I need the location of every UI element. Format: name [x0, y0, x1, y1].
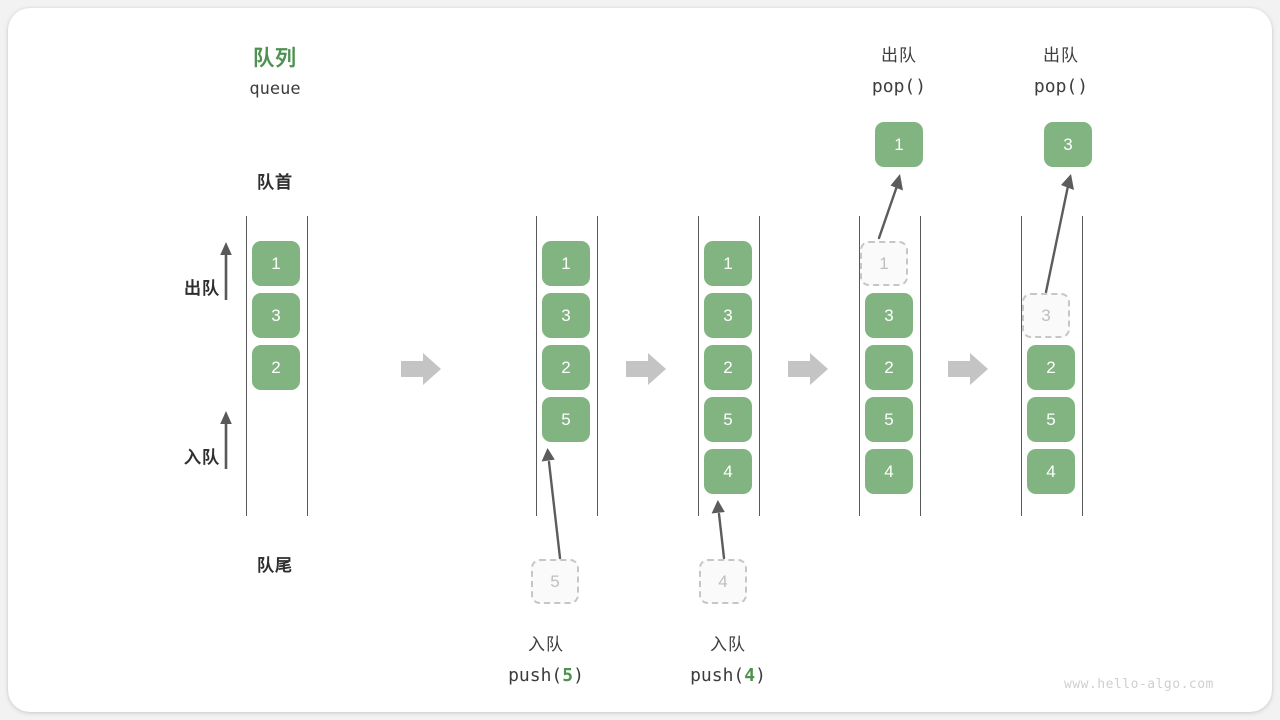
queue-cell: 1 — [542, 241, 590, 286]
rear-label: 队尾 — [257, 556, 293, 575]
popped-element: 3 — [1044, 122, 1092, 167]
dequeue-direction-label: 出队 — [184, 279, 220, 298]
queue-cell: 3 — [704, 293, 752, 338]
stage-separator-arrow-icon — [948, 353, 988, 385]
queue-cell: 2 — [704, 345, 752, 390]
queue-rail-left — [536, 216, 537, 516]
push-caption-code: push(5) — [476, 665, 616, 686]
queue-rail-left — [698, 216, 699, 516]
push-code-suffix: ) — [755, 665, 766, 686]
front-label: 队首 — [257, 173, 293, 192]
queue-cell: 1 — [252, 241, 300, 286]
push-arrow-icon — [541, 448, 562, 560]
queue-rail-left — [859, 216, 860, 516]
pop-caption-code: pop() — [1033, 76, 1089, 97]
incoming-element-ghost: 5 — [531, 559, 579, 604]
push-code-number: 5 — [562, 665, 574, 686]
queue-cell: 4 — [865, 449, 913, 494]
queue-cell: 2 — [1027, 345, 1075, 390]
push-arrow-icon — [711, 500, 726, 560]
push-code-prefix: push( — [690, 665, 745, 686]
queue-cell: 2 — [542, 345, 590, 390]
queue-cell-new: 4 — [704, 449, 752, 494]
queue-cell: 3 — [865, 293, 913, 338]
stage-separator-arrow-icon — [788, 353, 828, 385]
incoming-element-ghost: 4 — [699, 559, 747, 604]
pop-arrow-icon — [877, 174, 903, 240]
queue-rail-right — [1082, 216, 1083, 516]
push-caption-cn: 入队 — [528, 635, 564, 654]
figure-title-en: queue — [249, 79, 301, 99]
push-code-prefix: push( — [508, 665, 563, 686]
pop-caption-code: pop() — [871, 76, 927, 97]
stage-separator-arrow-icon — [401, 353, 441, 385]
stage-separator-arrow-icon — [626, 353, 666, 385]
figure-title-cn: 队列 — [253, 47, 297, 70]
queue-cell: 2 — [252, 345, 300, 390]
push-code-number: 4 — [744, 665, 756, 686]
queue-cell: 3 — [542, 293, 590, 338]
pop-caption-cn: 出队 — [1043, 46, 1079, 65]
queue-rail-left — [246, 216, 247, 516]
queue-cell: 1 — [704, 241, 752, 286]
queue-cell-removed: 3 — [1022, 293, 1070, 338]
popped-element: 1 — [875, 122, 923, 167]
enqueue-direction-label: 入队 — [184, 448, 220, 467]
push-caption-code: push(4) — [658, 665, 798, 686]
queue-rail-right — [307, 216, 308, 516]
queue-cell: 5 — [704, 397, 752, 442]
watermark: www.hello-algo.com — [1064, 677, 1214, 692]
queue-cell-new: 5 — [542, 397, 590, 442]
queue-cell: 5 — [1027, 397, 1075, 442]
pop-caption-cn: 出队 — [881, 46, 917, 65]
queue-cell-removed: 1 — [860, 241, 908, 286]
queue-cell: 3 — [252, 293, 300, 338]
queue-rail-left — [1021, 216, 1022, 516]
queue-cell: 5 — [865, 397, 913, 442]
figure-card: 队列 queue 队首 队尾 出队 入队 1 3 2 — [8, 8, 1272, 712]
queue-rail-right — [597, 216, 598, 516]
queue-cell: 2 — [865, 345, 913, 390]
queue-rail-right — [759, 216, 760, 516]
queue-rail-right — [920, 216, 921, 516]
pop-arrow-icon — [1044, 174, 1074, 294]
enqueue-direction-arrow-icon — [220, 411, 232, 469]
push-caption-cn: 入队 — [710, 635, 746, 654]
dequeue-direction-arrow-icon — [220, 242, 232, 300]
push-code-suffix: ) — [573, 665, 584, 686]
queue-cell: 4 — [1027, 449, 1075, 494]
